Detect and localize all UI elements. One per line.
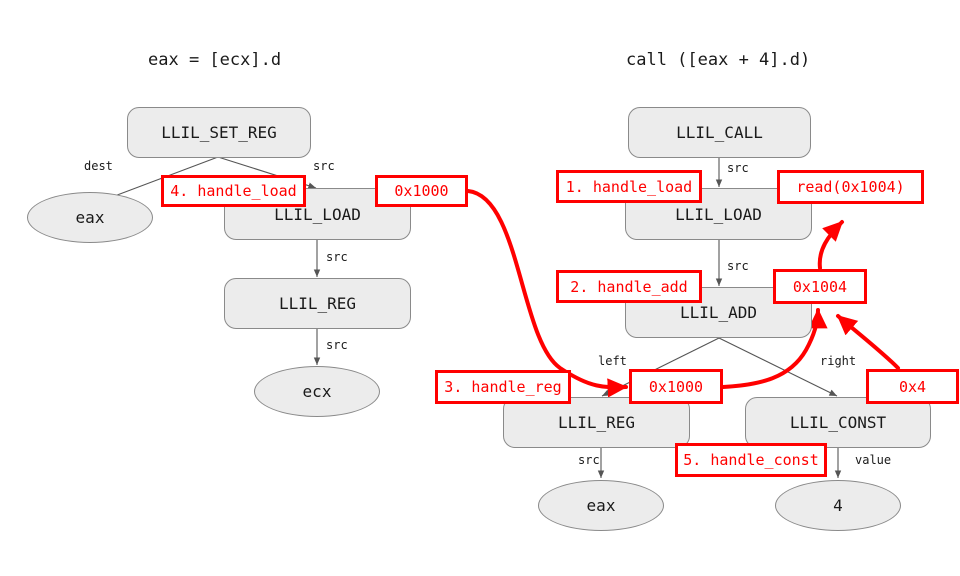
annotation-value-0x1004[interactable]: 0x1004 <box>773 269 867 304</box>
annotation-handle-add-2[interactable]: 2. handle_add <box>556 270 702 303</box>
annotation-handle-const-5[interactable]: 5. handle_const <box>675 443 827 477</box>
node-ecx[interactable]: ecx <box>254 366 380 417</box>
annotation-handle-reg-3[interactable]: 3. handle_reg <box>435 370 571 404</box>
node-eax-left[interactable]: eax <box>27 192 153 243</box>
edge-label-src-reg-eax: src <box>578 453 600 467</box>
node-const-four[interactable]: 4 <box>775 480 901 531</box>
annotation-value-0x4[interactable]: 0x4 <box>866 369 959 404</box>
node-llil-set-reg[interactable]: LLIL_SET_REG <box>127 107 311 158</box>
edge-label-left: left <box>598 354 627 368</box>
node-llil-reg-left[interactable]: LLIL_REG <box>224 278 411 329</box>
edge-label-src-load-add: src <box>727 259 749 273</box>
edge-label-src-set-load: src <box>313 159 335 173</box>
edge-label-dest: dest <box>84 159 113 173</box>
edge-label-right: right <box>820 354 857 368</box>
edge-label-value: value <box>855 453 892 467</box>
annotation-value-0x1000-right[interactable]: 0x1000 <box>629 369 723 404</box>
node-llil-call[interactable]: LLIL_CALL <box>628 107 811 158</box>
annotation-handle-load-1[interactable]: 1. handle_load <box>556 170 702 203</box>
annotation-value-0x1000-left[interactable]: 0x1000 <box>375 175 468 207</box>
annotation-handle-load-4[interactable]: 4. handle_load <box>161 175 306 207</box>
node-llil-const[interactable]: LLIL_CONST <box>745 397 931 448</box>
right-title: call ([eax + 4].d) <box>626 50 811 70</box>
left-title: eax = [ecx].d <box>148 50 282 70</box>
edge-label-src-reg-ecx: src <box>326 338 348 352</box>
annotation-read-0x1004[interactable]: read(0x1004) <box>777 170 924 204</box>
node-eax-right[interactable]: eax <box>538 480 664 531</box>
edge-label-src-call-load: src <box>727 161 749 175</box>
node-llil-reg-right[interactable]: LLIL_REG <box>503 397 690 448</box>
edge-label-src-load-reg: src <box>326 250 348 264</box>
